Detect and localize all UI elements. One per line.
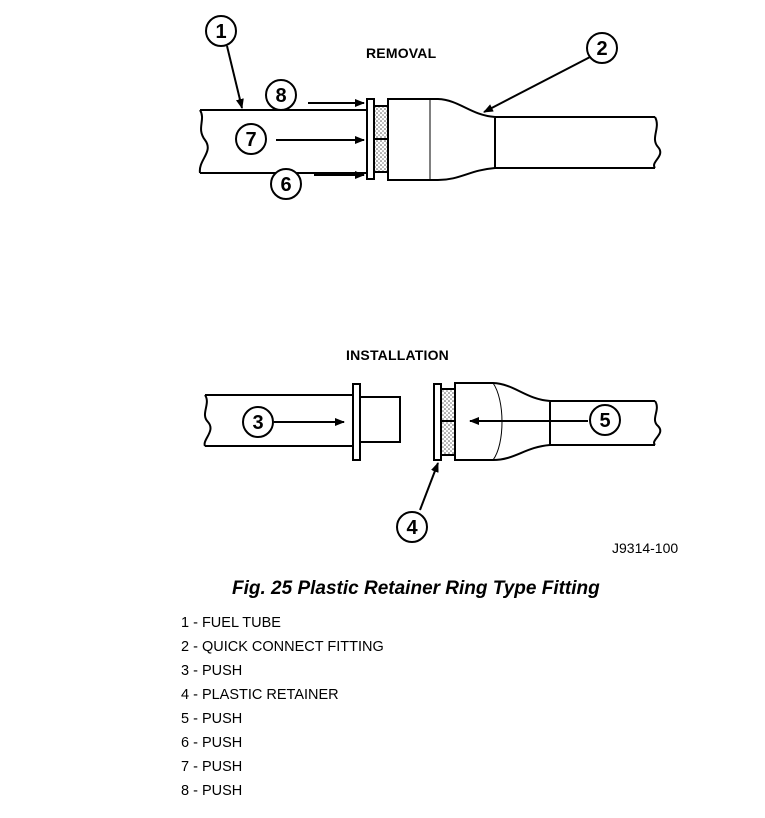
- callout-2-circle: [586, 32, 618, 64]
- installation-view: [203, 382, 662, 511]
- callout-5-circle: [589, 404, 621, 436]
- legend-item: 2 - QUICK CONNECT FITTING: [181, 639, 384, 655]
- callout-3-circle: [242, 406, 274, 438]
- callout-8: 8: [275, 85, 286, 107]
- fuel-tube-right: [495, 116, 662, 169]
- callout-2: 2: [596, 38, 607, 60]
- legend-list: 1 - FUEL TUBE 2 - QUICK CONNECT FITTING …: [181, 611, 384, 803]
- legend-item: 8 - PUSH: [181, 783, 243, 799]
- legend-item: 4 - PLASTIC RETAINER: [181, 687, 339, 703]
- installation-label: INSTALLATION: [346, 347, 449, 363]
- tube-flange: [352, 383, 361, 461]
- callout-6: 6: [280, 174, 291, 196]
- plastic-retainer-install: [433, 383, 442, 461]
- callout-4: 4: [406, 517, 418, 539]
- callout-3: 3: [252, 412, 263, 434]
- callout-7: 7: [245, 129, 256, 151]
- reference-code: J9314-100: [612, 540, 679, 556]
- callout-6-circle: [270, 168, 302, 200]
- callout-5: 5: [599, 410, 610, 432]
- fuel-tube: [198, 109, 372, 174]
- legend-item: 3 - PUSH: [181, 663, 243, 679]
- fitting-diagram: 1 2 8 7 6 3 5 4: [198, 15, 662, 543]
- leader-1: [226, 45, 244, 109]
- callout-7-circle: [235, 123, 267, 155]
- fuel-tube-install: [203, 394, 355, 447]
- removal-label: REMOVAL: [366, 45, 437, 61]
- leader-4: [419, 462, 439, 511]
- quick-connect-fitting: [387, 98, 496, 181]
- legend-item: 1 - FUEL TUBE: [181, 615, 281, 631]
- removal-view: [198, 45, 662, 181]
- callout-8-circle: [265, 79, 297, 111]
- legend-item: 7 - PUSH: [181, 759, 243, 775]
- callout-1: 1: [215, 21, 226, 43]
- callout-4-circle: [396, 511, 428, 543]
- plastic-retainer-removal: [366, 98, 375, 180]
- figure-caption: Fig. 25 Plastic Retainer Ring Type Fitti…: [232, 578, 600, 599]
- legend-item: 5 - PUSH: [181, 711, 243, 727]
- callout-1-circle: [205, 15, 237, 47]
- legend-item: 6 - PUSH: [181, 735, 243, 751]
- leader-2: [483, 55, 593, 113]
